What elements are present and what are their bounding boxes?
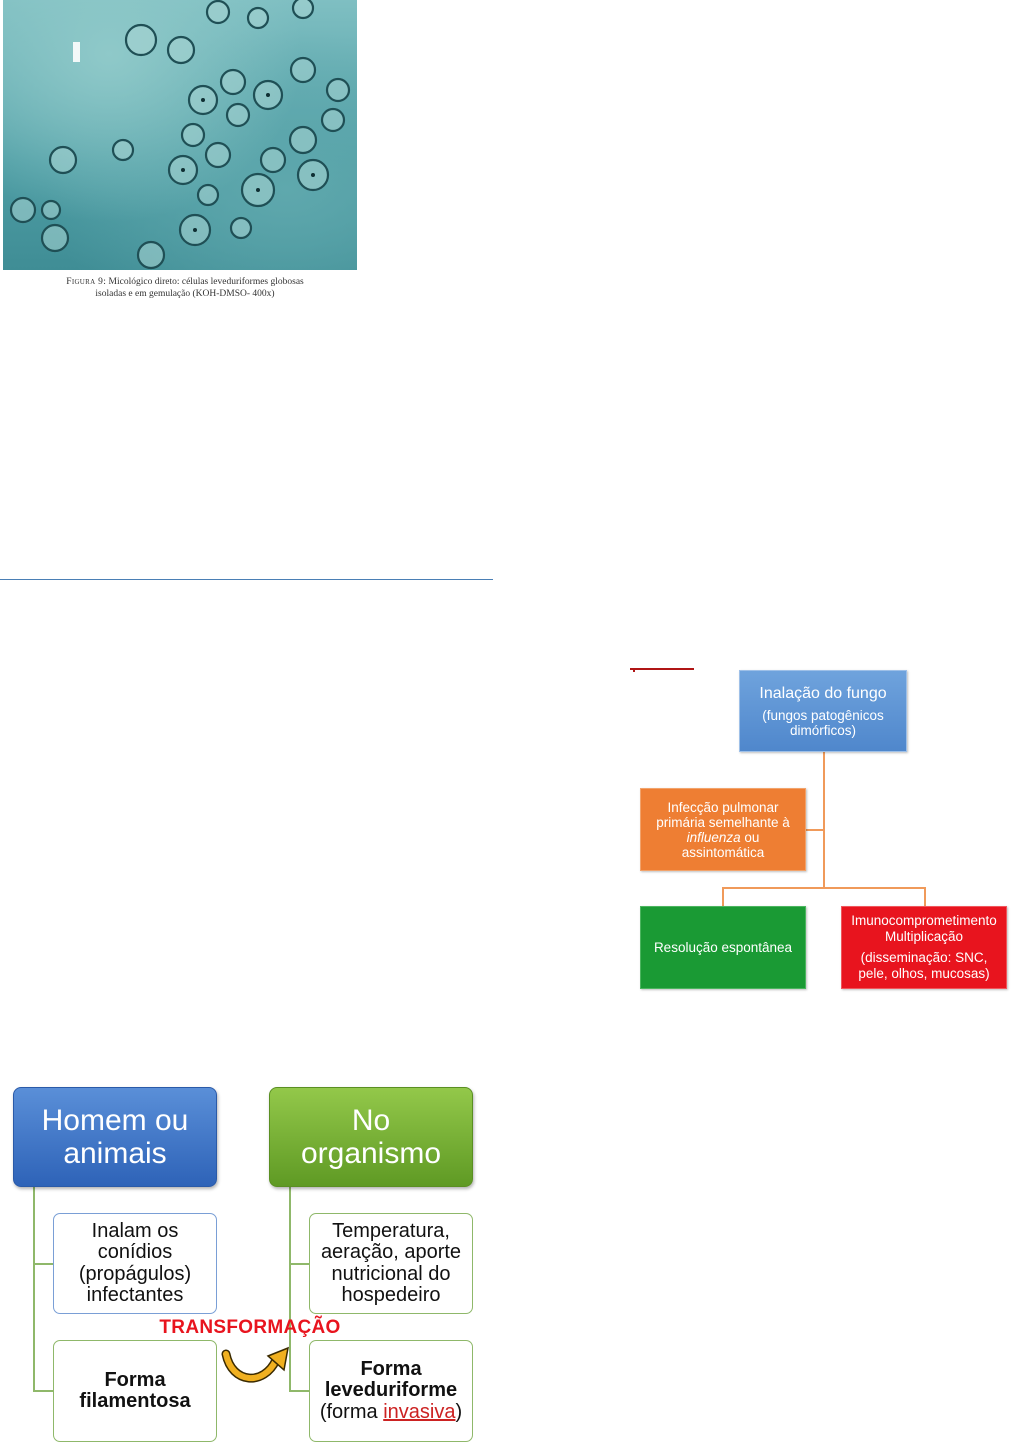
right-box2-pre: (forma: [319, 1400, 378, 1423]
figure-caption: Figura 9: Micológico direto: células lev…: [20, 276, 350, 300]
connector-left-to-box2: [33, 1390, 53, 1392]
box-primary-infection: Infecção pulmonar primária semelhante à …: [640, 788, 806, 871]
connector-to-infection: [806, 829, 824, 831]
curved-arrow-icon: [221, 1346, 289, 1383]
horizontal-divider: [0, 579, 493, 580]
connector-right-to-box1: [289, 1263, 309, 1265]
connector-right-vertical: [289, 1187, 291, 1391]
head-right-text: No organismo: [300, 1104, 442, 1170]
box-inhale-conidia: Inalam os conídios (propágulos) infectan…: [53, 1213, 217, 1314]
connector-left-to-box1: [33, 1263, 53, 1265]
box-spontaneous-resolution: Resolução espontânea: [640, 906, 806, 989]
caption-line-1: Micológico direto: células leveduriforme…: [108, 277, 304, 287]
infection-text-2: ou assintomática: [681, 829, 765, 860]
immuno-line-3: (disseminação: SNC, pele, olhos, mucosas…: [858, 949, 990, 982]
right-box2-post: ): [455, 1400, 463, 1423]
inhalation-title: Inalação do fungo: [759, 685, 887, 702]
box-fungus-inhalation: Inalação do fungo (fungos patogênicos di…: [739, 670, 907, 752]
box-host-conditions: Temperatura, aeração, aporte nutricional…: [309, 1213, 473, 1314]
left-box2-text: Forma filamentosa: [79, 1368, 191, 1412]
infection-text-italic: influenza: [686, 829, 741, 845]
box-filamentous-form: Forma filamentosa: [53, 1340, 217, 1442]
yeast-cells-illustration: [9, 0, 351, 270]
immuno-line-1: Imunocomprometimento: [851, 912, 997, 928]
immuno-line-2: Multiplicação: [884, 929, 964, 944]
head-left-text: Homem ou animais: [41, 1104, 189, 1170]
micrograph-image: [3, 0, 357, 270]
connector-right-to-box2: [289, 1390, 309, 1392]
box-yeast-form: Forma leveduriforme (forma invasiva): [309, 1340, 473, 1442]
right-box2-bold: Forma leveduriforme: [324, 1357, 458, 1402]
red-underline-mark: [630, 668, 694, 672]
caption-line-2: isoladas e em gemulação (KOH-DMSO- 400x): [95, 289, 275, 299]
left-box1-text: Inalam os conídios (propágulos) infectan…: [78, 1219, 192, 1306]
connector-left-vertical: [33, 1187, 35, 1391]
transformation-label: TRANSFORMAÇÃO: [159, 1317, 341, 1338]
header-in-organism: No organismo: [269, 1087, 473, 1187]
caption-label: Figura 9:: [66, 277, 107, 287]
right-box1-text: Temperatura, aeração, aporte nutricional…: [320, 1219, 462, 1306]
right-box2-invasive: invasiva: [383, 1400, 456, 1423]
infection-text-1: Infecção pulmonar primária semelhante à: [656, 799, 790, 830]
connector-to-resolution: [722, 887, 724, 906]
header-human-or-animals: Homem ou animais: [13, 1087, 217, 1187]
resolution-text: Resolução espontânea: [653, 940, 793, 955]
box-immunocompromise: Imunocomprometimento Multiplicação (diss…: [841, 906, 1007, 989]
connector-vertical-main: [823, 752, 825, 888]
connector-to-immuno: [924, 887, 926, 906]
connector-horizontal-branch: [722, 887, 925, 889]
inhalation-subtitle: (fungos patogênicos dimórficos): [762, 708, 884, 738]
